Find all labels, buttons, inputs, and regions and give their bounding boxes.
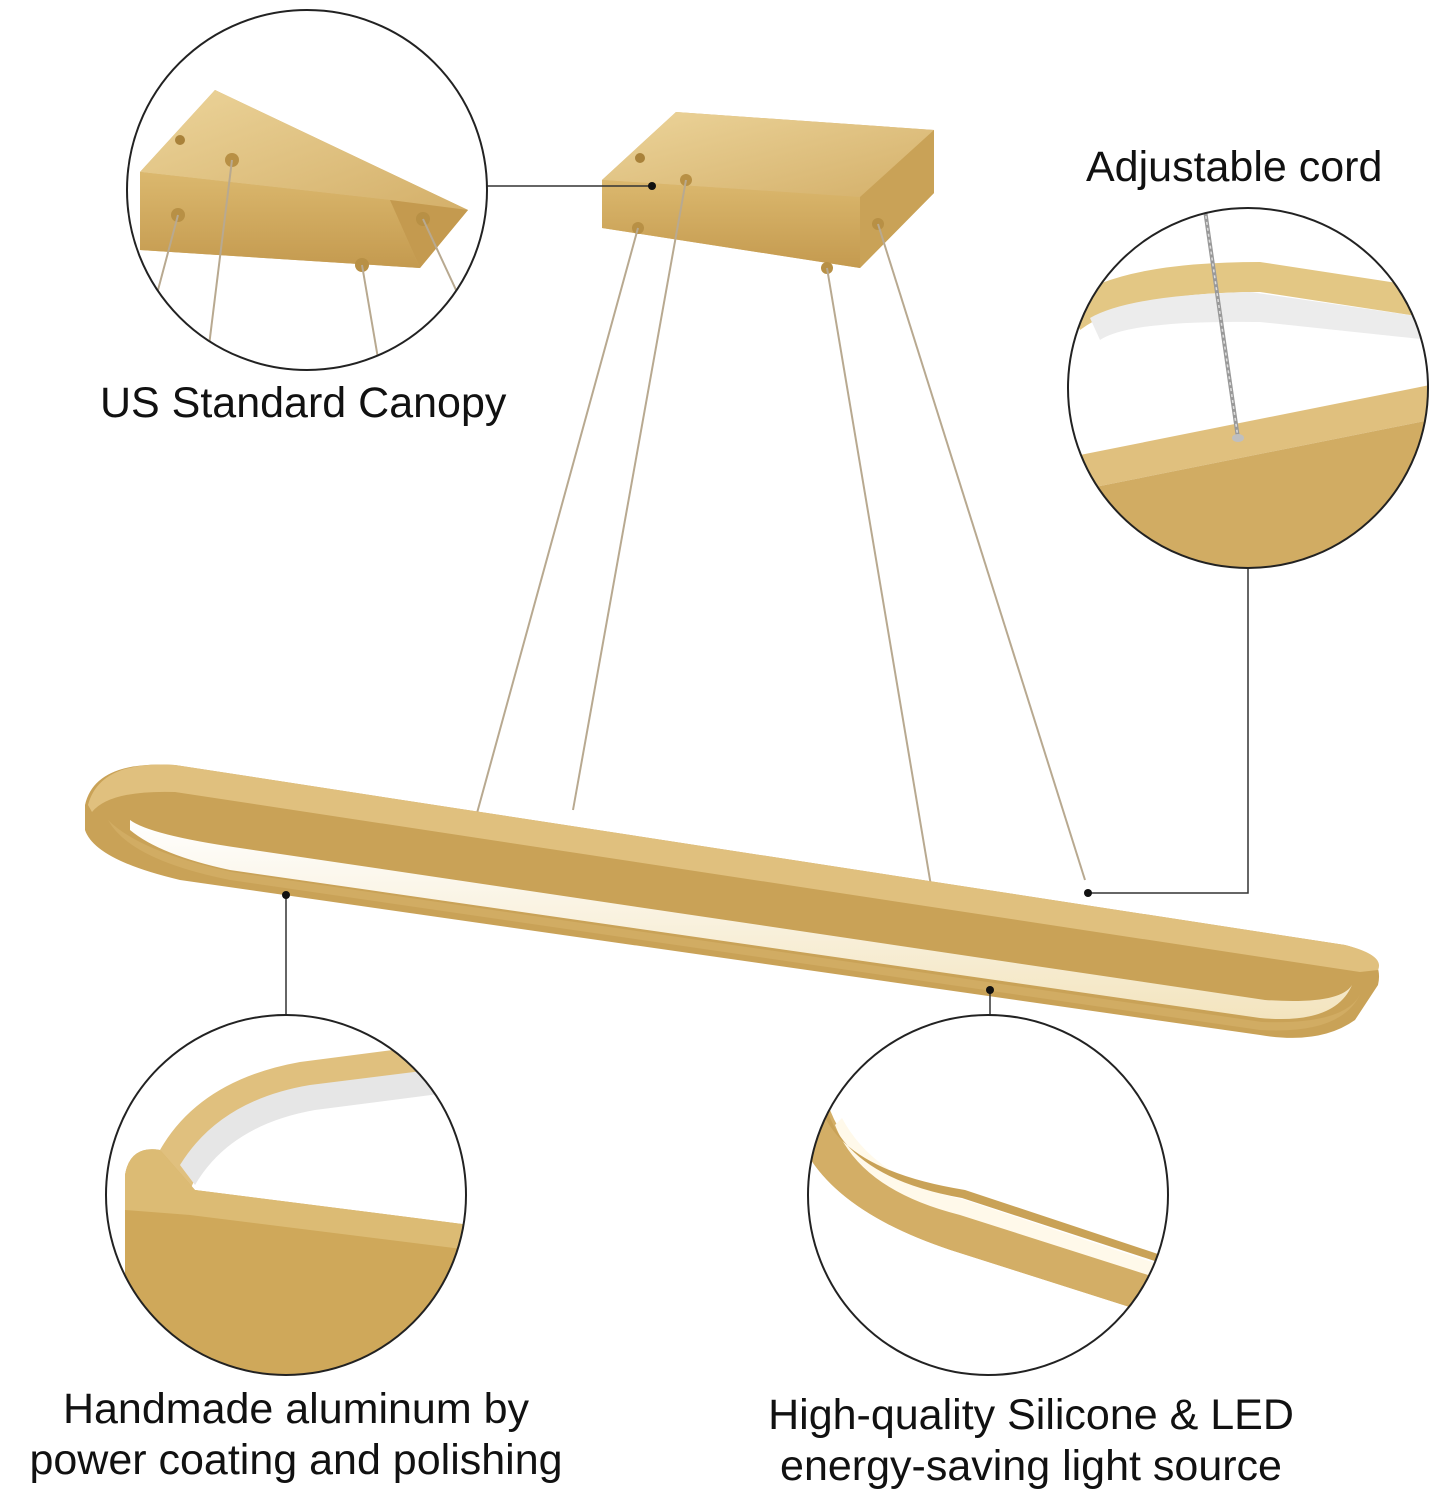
suspension-cables [454,179,1086,970]
label-silicone-led-line2: energy-saving light source [780,1441,1282,1490]
label-handmade-aluminum: Handmade aluminum by power coating and p… [0,1384,592,1485]
label-handmade-aluminum-line2: power coating and polishing [29,1435,563,1484]
label-handmade-aluminum-line1: Handmade aluminum by [62,1385,530,1433]
detail-circle-cord [1067,207,1429,569]
label-us-standard-canopy: US Standard Canopy [100,379,507,427]
label-adjustable-cord: Adjustable cord [1086,143,1383,191]
detail-circle-canopy [126,9,488,371]
pendant-ring [85,764,1380,1038]
detail-circle-led [807,1014,1169,1376]
callout-dots [282,182,1092,994]
detail-circle-aluminum [105,1014,467,1376]
label-silicone-led: High-quality Silicone & LED energy-savin… [725,1390,1337,1491]
label-silicone-led-line1: High-quality Silicone & LED [768,1391,1294,1439]
main-canopy [602,112,934,274]
callout-lines [285,185,1249,1015]
